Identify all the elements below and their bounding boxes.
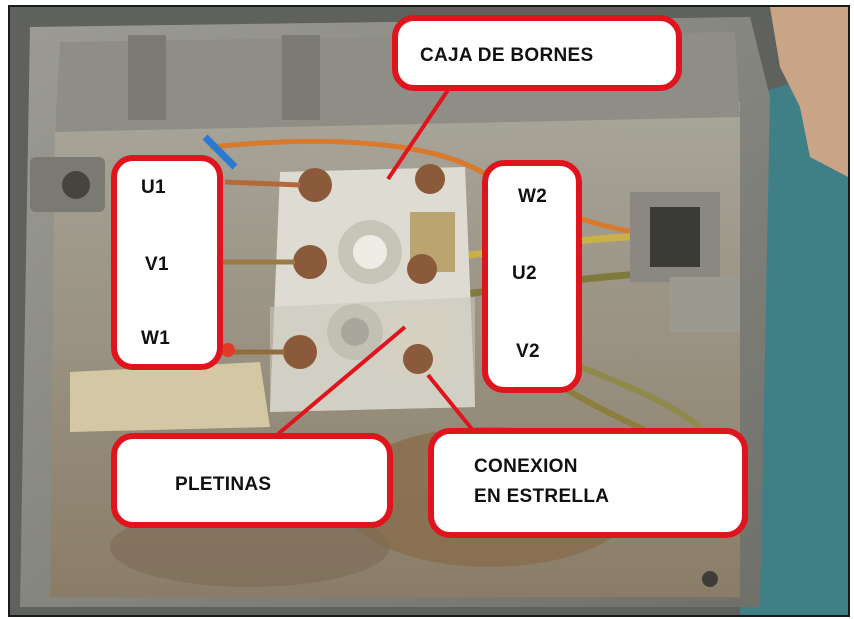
terminal-label-w1: W1 (141, 328, 171, 349)
stud-v1 (293, 245, 327, 279)
center-boss-2-hole (341, 318, 369, 346)
center-boss-1-hole (353, 235, 387, 269)
stud-v2 (403, 344, 433, 374)
callout-pletinas: PLETINAS (111, 433, 393, 528)
post-left (128, 35, 166, 120)
stud-u2 (407, 254, 437, 284)
callout-right-terminals: W2 U2 V2 (482, 160, 582, 393)
blue-wire-tip (202, 134, 238, 170)
terminal-label-u2: U2 (512, 263, 537, 284)
terminal-label-u1: U1 (141, 177, 166, 198)
pointer-pletinas (263, 325, 407, 447)
stud-u1 (298, 168, 332, 202)
connector-slot (650, 207, 700, 267)
callout-left-terminals: U1 V1 W1 (111, 155, 223, 370)
callout-caja-de-bornes: CAJA DE BORNES (392, 15, 682, 91)
connector-lug (670, 277, 740, 332)
red-wire-tip (221, 343, 235, 357)
conexion-label-line1: CONEXION (474, 456, 578, 477)
lead-1 (224, 179, 301, 188)
pointer-caja (386, 85, 452, 181)
post-right (282, 35, 320, 120)
stud-w1 (283, 335, 317, 369)
terminal-label-v2: V2 (516, 341, 540, 362)
pletinas-label: PLETINAS (175, 474, 272, 495)
paper-strip (70, 362, 270, 432)
callout-conexion-estrella: CONEXION EN ESTRELLA (428, 428, 748, 538)
caja-de-bornes-label: CAJA DE BORNES (420, 45, 594, 66)
terminal-label-w2: W2 (518, 186, 548, 207)
lug-hole (62, 171, 90, 199)
stud-w2 (415, 164, 445, 194)
terminal-label-v1: V1 (145, 254, 169, 275)
conexion-label-line2: EN ESTRELLA (474, 486, 610, 507)
corner-hole (702, 571, 718, 587)
hand (770, 7, 848, 177)
